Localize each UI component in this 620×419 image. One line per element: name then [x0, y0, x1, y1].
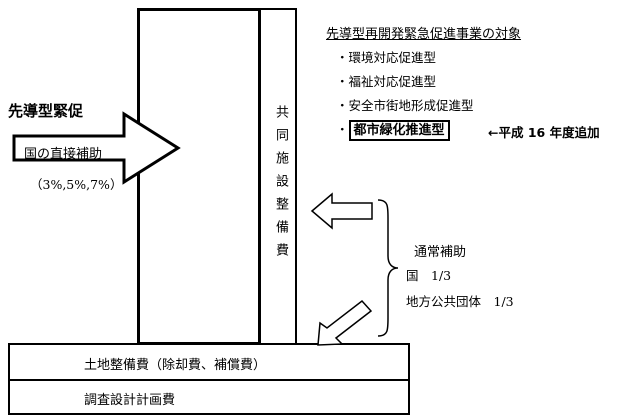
subsidy-rates: （3%,5%,7%） — [30, 177, 123, 192]
left-title: 先導型緊促 — [8, 102, 84, 120]
legend-label-highlight: 都市緑化推進型 — [348, 120, 450, 141]
normal-subsidy-title: 通常補助 — [414, 245, 467, 260]
main-column-box — [137, 8, 261, 345]
legend-bullet: ・ — [336, 50, 349, 65]
survey-cost-label: 調査設計計画費 — [84, 393, 176, 408]
land-cost-label: 土地整備費（除却費、補償費） — [84, 358, 267, 373]
legend-note: ←平成 16 年度追加 — [488, 122, 600, 141]
legend-item: ・都市緑化推進型 — [336, 119, 450, 141]
legend-bullet: ・ — [336, 98, 349, 113]
national-share: 国 1/3 — [406, 268, 452, 283]
left-pointing-arrow — [310, 192, 373, 230]
legend-label: 環境対応促進型 — [348, 50, 437, 65]
direct-subsidy-arrow — [12, 111, 181, 185]
legend-item: ・環境対応促進型 — [336, 47, 436, 66]
direct-subsidy-label: 国の直接補助 — [24, 147, 103, 162]
legend-item: ・福祉対応促進型 — [336, 71, 436, 90]
bracket-icon — [377, 199, 399, 337]
survey-cost-bar: 調査設計計画費 — [8, 379, 410, 415]
facility-cost-column — [259, 8, 297, 345]
column-label: 共同施設整備費 — [273, 104, 288, 266]
legend-label: 福祉対応促進型 — [348, 74, 437, 89]
local-share: 地方公共団体 1/3 — [406, 294, 514, 309]
legend-item: ・安全市街地形成促進型 — [336, 95, 474, 114]
note-text: 平成 16 年度追加 — [498, 125, 600, 140]
legend-label: 安全市街地形成促進型 — [348, 98, 474, 113]
note-arrow: ← — [488, 125, 499, 140]
legend-bullet: ・ — [336, 122, 349, 137]
diagonal-arrow — [317, 299, 373, 346]
legend-bullet: ・ — [336, 74, 349, 89]
legend-title: 先導型再開発緊急促進事業の対象 — [326, 27, 522, 42]
